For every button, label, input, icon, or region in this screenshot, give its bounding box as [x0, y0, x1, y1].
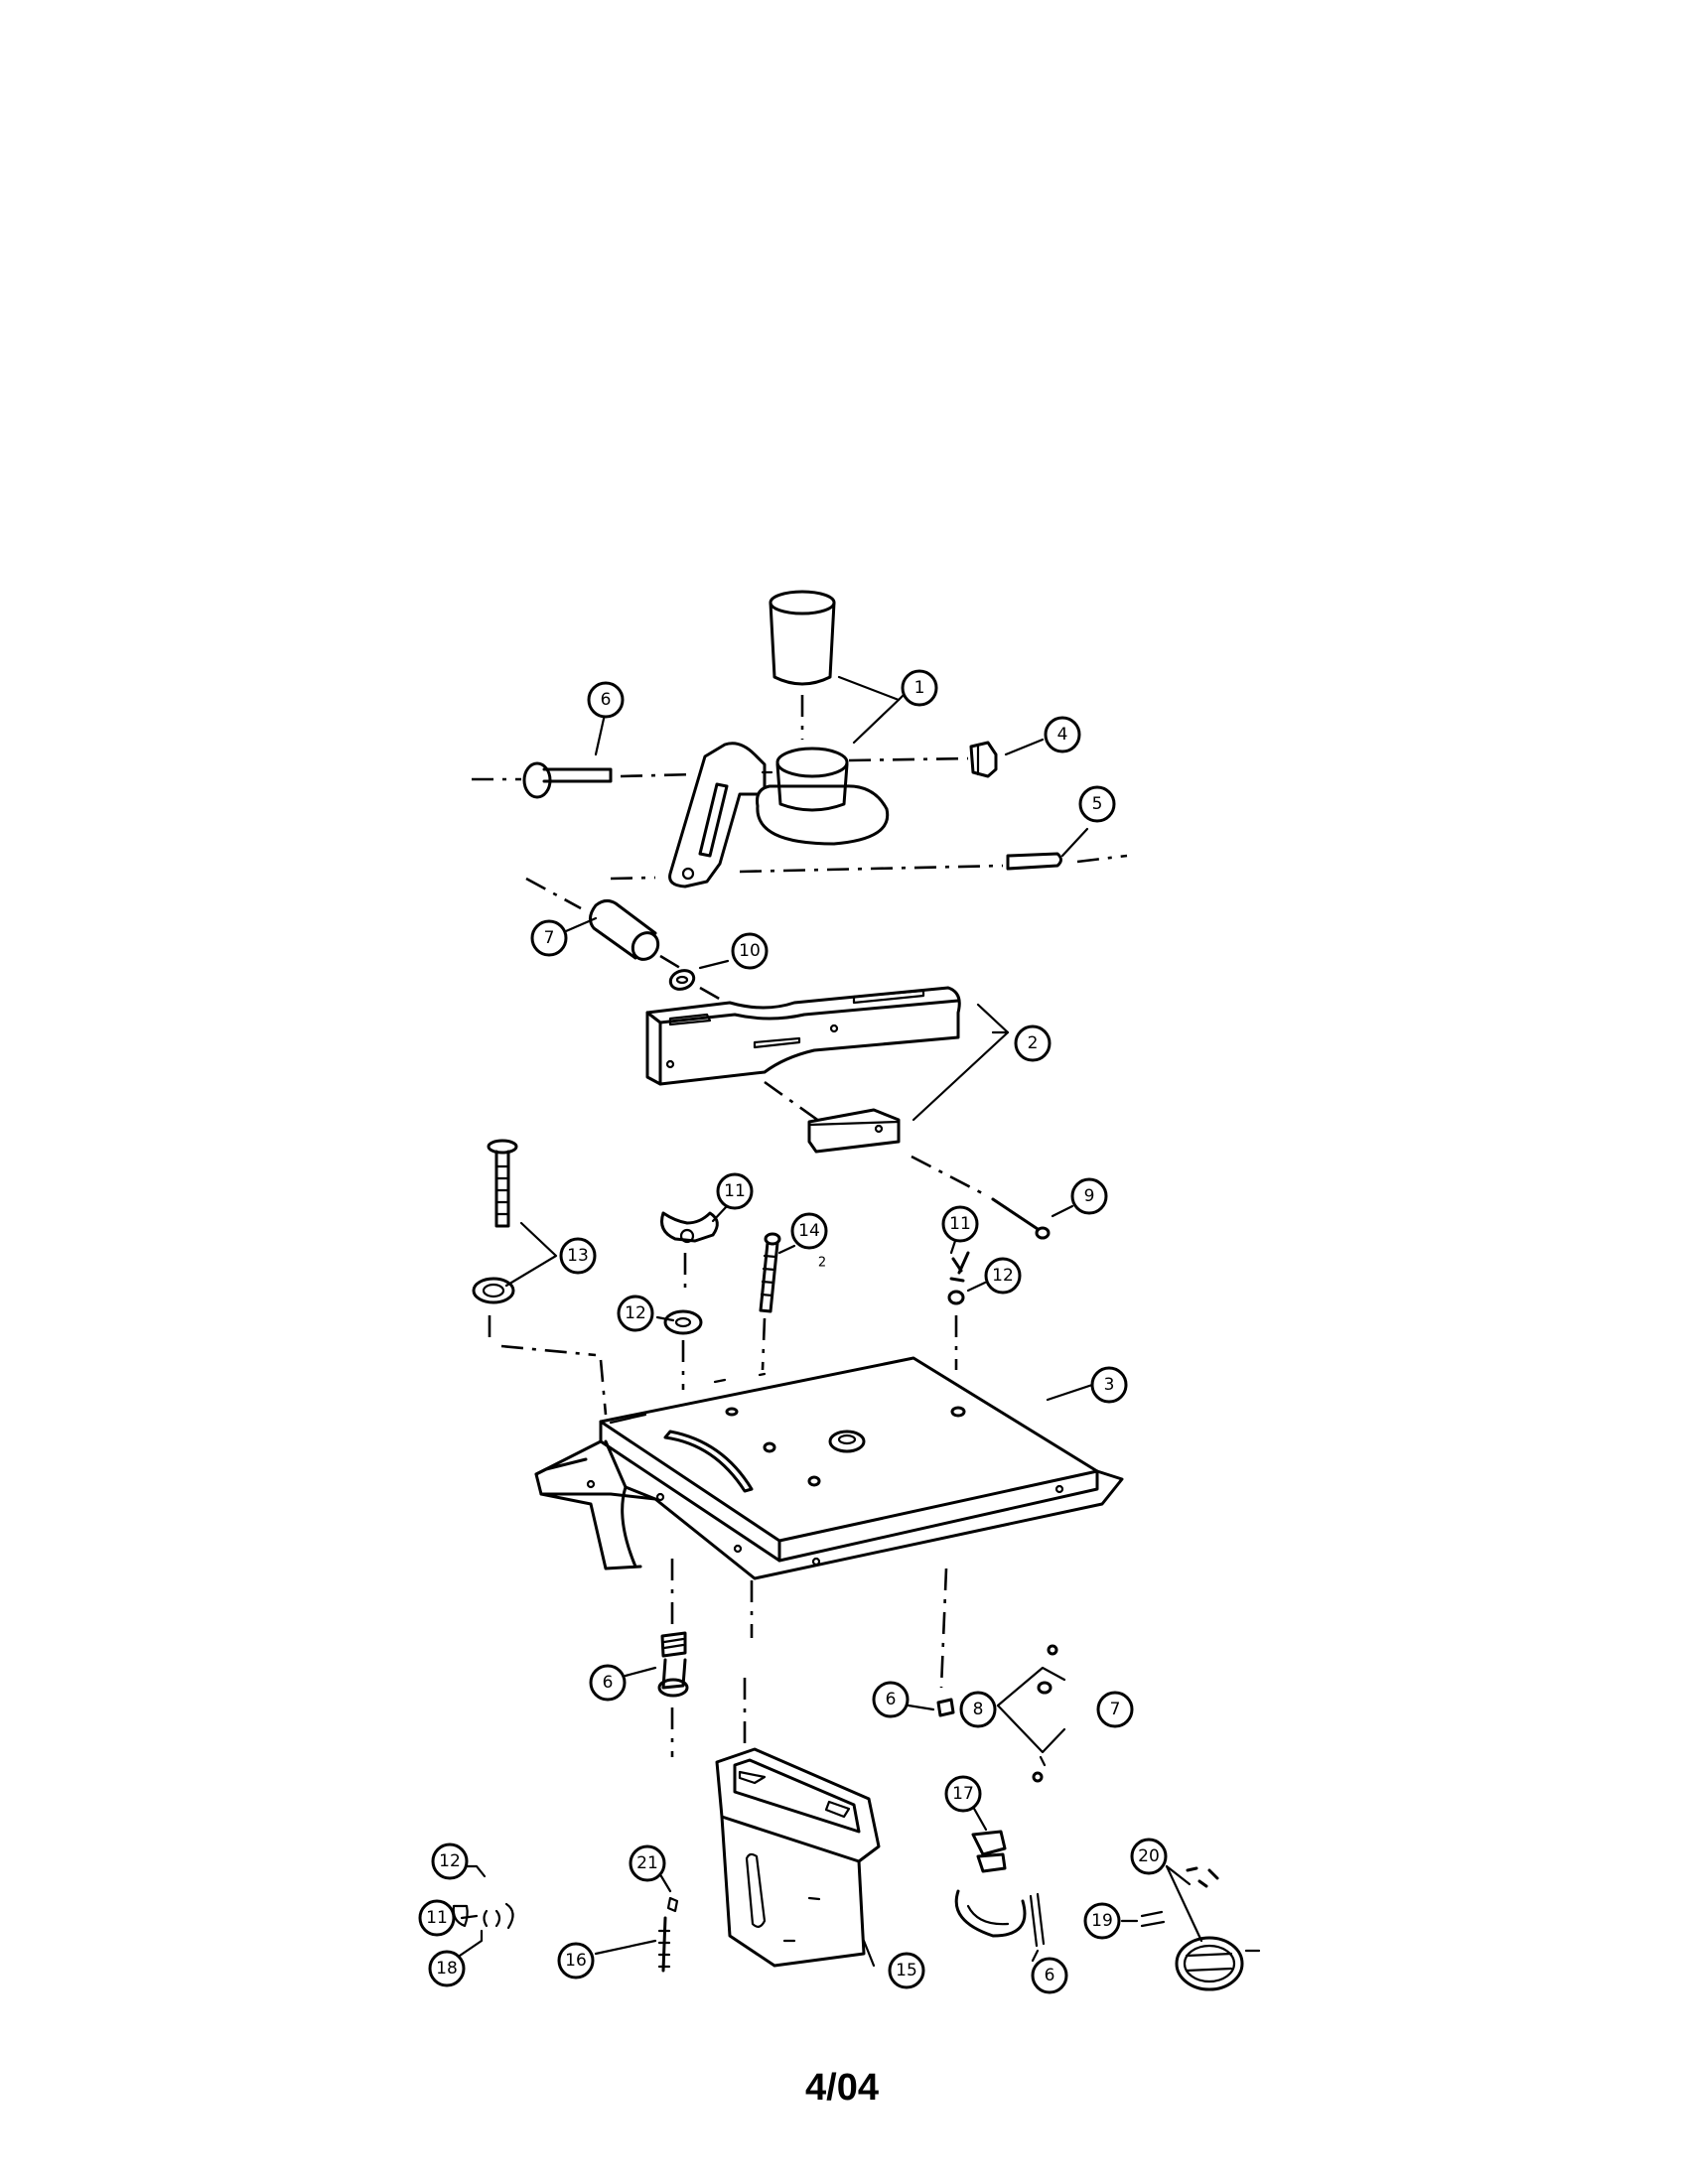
callout-16: 16 — [557, 1942, 595, 1979]
callout-4: 4 — [1044, 716, 1081, 753]
callout-6-bottom-label: 6 — [1045, 1966, 1055, 1985]
part-3-table — [534, 1356, 1124, 1580]
part-9-pin — [911, 1155, 1051, 1240]
page-number: 4/04 — [805, 2067, 879, 2109]
callout-3: 3 — [1090, 1366, 1128, 1404]
callout-2-label: 2 — [1028, 1033, 1039, 1053]
callout-10: 10 — [731, 932, 769, 970]
callout-11-left-label: 11 — [426, 1908, 448, 1928]
callout-6-bottom: 6 — [1031, 1957, 1068, 1994]
callout-6: 6 — [587, 681, 625, 719]
callout-6-lower-left-label: 6 — [603, 1673, 614, 1693]
part-1-knob-and-bracket — [668, 590, 890, 888]
callout-16-label: 16 — [565, 1951, 587, 1971]
part-11-12-small-nut — [947, 1251, 970, 1370]
callout-12-right-label: 12 — [992, 1266, 1014, 1286]
callout-11-center-label: 11 — [724, 1181, 746, 1201]
callout-19: 19 — [1083, 1902, 1121, 1940]
part-10-washer — [668, 969, 731, 1007]
callout-12-left: 12 — [431, 1843, 469, 1880]
callout-7: 7 — [530, 919, 568, 957]
callout-7-lower: 7 — [1096, 1691, 1134, 1728]
callout-14-label: 14 — [798, 1221, 820, 1241]
callout-1-label: 1 — [914, 678, 925, 698]
callout-12-left-label: 12 — [439, 1851, 461, 1871]
callout-20: 20 — [1130, 1838, 1168, 1875]
callout-4-label: 4 — [1057, 725, 1068, 745]
callout-13-label: 13 — [567, 1246, 589, 1266]
callout-11-right: 11 — [941, 1205, 979, 1243]
callout-7-lower-label: 7 — [1110, 1700, 1121, 1719]
part-15-housing — [715, 1747, 881, 1968]
callout-5: 5 — [1078, 785, 1116, 823]
callout-7-label: 7 — [544, 928, 555, 948]
callout-17: 17 — [944, 1775, 982, 1813]
callout-15-label: 15 — [896, 1961, 917, 1980]
callout-18-left: 18 — [428, 1950, 466, 1987]
part-7-sleeve — [525, 877, 686, 973]
leader-lines — [455, 675, 1203, 1968]
part-19-20-knob — [1140, 1866, 1261, 1991]
part-12-washer — [663, 1309, 703, 1390]
callout-11-right-label: 11 — [949, 1214, 971, 1234]
callout-21: 21 — [629, 1844, 666, 1882]
part-2-arm-and-wedge — [645, 986, 961, 1154]
callout-6-label: 6 — [601, 690, 612, 710]
callout-12-center: 12 — [617, 1295, 654, 1332]
part-5-pin — [610, 852, 1128, 881]
callout-13: 13 — [559, 1237, 597, 1275]
part-8-pin-group — [936, 1644, 1058, 1783]
callout-14: 14 2 — [790, 1212, 828, 1271]
part-4-knob — [848, 741, 998, 778]
part-16-21-screw — [657, 1896, 679, 1973]
callout-21-label: 21 — [636, 1853, 658, 1873]
callout-6-lower-right: 6 — [872, 1681, 910, 1718]
part-14-bolt — [759, 1232, 781, 1371]
part-6-bolt-lower — [657, 1631, 689, 1698]
callout-20-label: 20 — [1138, 1846, 1160, 1866]
part-6-pin — [472, 761, 696, 799]
callout-9: 9 — [1070, 1177, 1108, 1215]
callout-8-label: 8 — [973, 1700, 984, 1719]
callout-1: 1 — [901, 669, 938, 707]
callout-14-sub-label: 2 — [818, 1256, 826, 1271]
callout-15: 15 — [888, 1952, 925, 1989]
callout-6-lower-right-label: 6 — [886, 1690, 897, 1709]
callout-12-right: 12 — [984, 1257, 1022, 1295]
part-17-clamp — [954, 1830, 1046, 1948]
callout-2: 2 — [1014, 1024, 1052, 1062]
callout-18-left-label: 18 — [436, 1959, 458, 1979]
callout-9-label: 9 — [1084, 1186, 1095, 1206]
callout-8: 8 — [959, 1691, 997, 1728]
callout-5-label: 5 — [1092, 794, 1103, 814]
callout-3-label: 3 — [1104, 1375, 1115, 1395]
callout-11-left: 11 — [418, 1899, 456, 1937]
callout-19-label: 19 — [1091, 1911, 1113, 1931]
part-11-12-18-cluster — [452, 1902, 514, 1930]
part-13-screw-and-washer — [472, 1139, 608, 1416]
part-11-wing-nut — [660, 1211, 719, 1291]
callout-12-center-label: 12 — [625, 1303, 646, 1323]
callout-11-center: 11 — [716, 1172, 754, 1210]
callout-10-label: 10 — [739, 941, 761, 961]
callout-17-label: 17 — [952, 1784, 974, 1804]
callout-6-lower-left: 6 — [589, 1664, 627, 1702]
